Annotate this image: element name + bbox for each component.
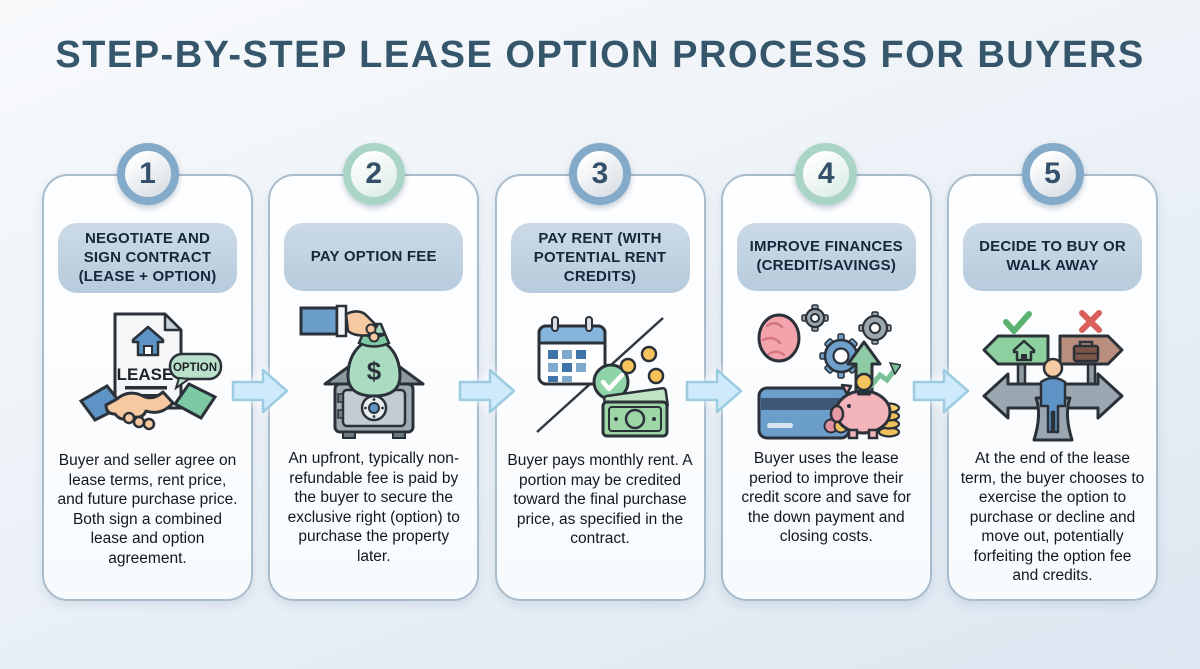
step-card-4: 4 IMPROVE FINANCES (CREDIT/SAVINGS) <box>720 143 932 601</box>
page-title: STEP-BY-STEP LEASE OPTION PROCESS FOR BU… <box>55 34 1145 76</box>
step-4-title: IMPROVE FINANCES (CREDIT/SAVINGS) <box>736 223 916 291</box>
decision-crossroads-icon <box>957 297 1148 447</box>
arrow-right-icon <box>685 367 743 415</box>
calendar-and-cash-icon <box>536 316 669 438</box>
svg-text:OPTION: OPTION <box>172 362 216 374</box>
decision-crossroads-icon <box>982 310 1123 442</box>
money-bag-into-safe-icon: $ <box>278 297 469 447</box>
step-4-number-badge: 4 <box>795 143 858 205</box>
step-1-description: Buyer and seller agree on lease terms, r… <box>57 452 238 567</box>
step-1-card-body: NEGOTIATE AND SIGN CONTRACT (LEASE + OPT… <box>42 174 253 601</box>
step-3-description: Buyer pays monthly rent. A portion may b… <box>507 452 693 548</box>
step-number: 3 <box>591 157 609 190</box>
arrow-right-icon <box>912 367 970 415</box>
lease-contract-handshake-icon: LEASE OPTION <box>52 299 243 449</box>
step-4-card-body: IMPROVE FINANCES (CREDIT/SAVINGS) <box>720 174 932 601</box>
step-number: 4 <box>817 157 835 190</box>
step-2-card-body: PAY OPTION FEE <box>268 174 480 601</box>
step-2-number-badge: 2 <box>342 143 405 205</box>
step-card-3: 3 PAY RENT (WITH POTENTIAL RENT CREDITS) <box>494 143 706 601</box>
step-1-title: NEGOTIATE AND SIGN CONTRACT (LEASE + OPT… <box>58 223 237 294</box>
step-2-description: An upfront, typically non-refundable fee… <box>287 450 460 565</box>
step-3-number-badge: 3 <box>569 143 631 205</box>
svg-text:$: $ <box>367 356 382 386</box>
brain <box>757 313 801 363</box>
step-3-card-body: PAY RENT (WITH POTENTIAL RENT CREDITS) <box>494 174 706 601</box>
lease-contract-handshake-icon: LEASE OPTION <box>78 312 222 431</box>
step-number: 5 <box>1044 157 1061 190</box>
step-5-title: DECIDE TO BUY OR WALK AWAY <box>963 223 1142 291</box>
step-2-title: PAY OPTION FEE <box>284 223 464 291</box>
gear-gray <box>858 311 892 345</box>
credit-and-savings-icon <box>757 304 902 440</box>
calendar-and-cash-icon <box>505 299 696 449</box>
step-1-number-badge: 1 <box>116 143 179 205</box>
arrow-right-icon <box>458 367 516 415</box>
svg-text:LEASE: LEASE <box>116 365 173 384</box>
piggy-bank <box>830 372 892 440</box>
step-5-card-body: DECIDE TO BUY OR WALK AWAY <box>947 174 1158 601</box>
steps-row: 1 NEGOTIATE AND SIGN CONTRACT (LEASE + O… <box>0 143 1200 601</box>
step-number: 1 <box>139 157 156 190</box>
money-bag-into-safe-icon: $ <box>299 304 425 439</box>
step-5-number-badge: 5 <box>1021 143 1084 205</box>
step-4-description: Buyer uses the lease period to improve t… <box>741 450 912 546</box>
arrow-right-icon <box>231 367 289 415</box>
gear-small <box>801 304 829 332</box>
step-card-1: 1 NEGOTIATE AND SIGN CONTRACT (LEASE + O… <box>42 143 253 601</box>
credit-card <box>757 386 851 440</box>
step-number: 2 <box>365 157 383 190</box>
credit-and-savings-icon <box>731 297 922 447</box>
step-5-description: At the end of the lease term, the buyer … <box>960 450 1145 585</box>
step-card-2: 2 PAY OPTION FEE <box>268 143 480 601</box>
step-card-5: 5 DECIDE TO BUY OR WALK AWAY <box>947 143 1158 601</box>
step-3-title: PAY RENT (WITH POTENTIAL RENT CREDITS) <box>510 223 690 294</box>
